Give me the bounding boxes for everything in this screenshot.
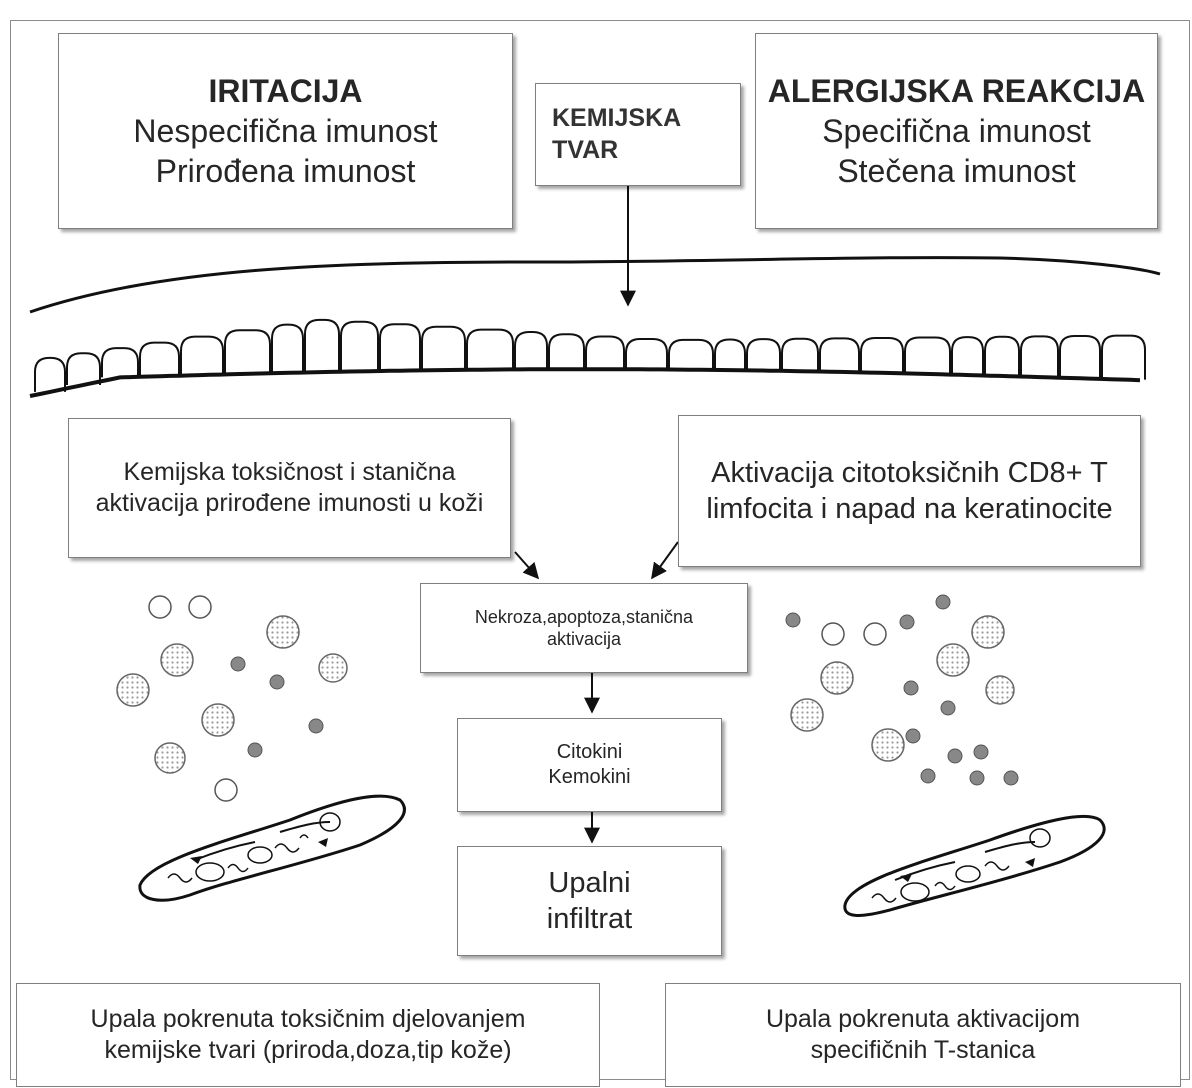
- epidermis-cell: [515, 332, 547, 369]
- bottom-right-line1: Upala pokrenuta aktivacijom: [766, 1004, 1080, 1035]
- epidermis-cell: [669, 340, 713, 370]
- epidermis-cell: [140, 343, 179, 377]
- infiltrate-line1: Upalni: [548, 865, 630, 901]
- right-mechanism-text: Aktivacija citotoksičnih CD8+ T limfocit…: [693, 455, 1126, 528]
- necrosis-box: Nekroza,apoptoza,stanična aktivacija: [420, 583, 748, 673]
- allergy-title: ALERGIJSKA REAKCIJA: [768, 71, 1146, 111]
- epidermis-cell: [305, 320, 339, 372]
- epidermis-cell: [35, 358, 65, 392]
- immune-cell-grey: [974, 745, 988, 759]
- immune-cell-open: [215, 779, 237, 801]
- cytokines-line2: Kemokini: [548, 765, 630, 790]
- chemical-substance-box: KEMIJSKA TVAR: [535, 83, 741, 186]
- immune-cell-grey: [270, 675, 284, 689]
- immune-cell-grey: [900, 615, 914, 629]
- necrosis-line2: aktivacija: [547, 628, 621, 651]
- epidermis-cell: [380, 324, 420, 370]
- epidermis-cell: [549, 334, 584, 369]
- immune-cell-grey: [906, 729, 920, 743]
- immune-cell-dotted: [267, 616, 299, 648]
- cytokines-line1: Citokini: [557, 740, 623, 765]
- epidermis-cell: [102, 348, 138, 377]
- irritation-title: IRITACIJA: [208, 71, 362, 111]
- epidermis-cell: [1021, 336, 1058, 377]
- cytokines-box: Citokini Kemokini: [457, 718, 722, 812]
- immune-cell-dotted: [202, 704, 234, 736]
- immune-cell-open: [864, 623, 886, 645]
- epidermis-cell: [985, 337, 1019, 376]
- immune-cell-dotted: [319, 654, 347, 682]
- epidermis-cell: [1060, 336, 1100, 378]
- epidermis-cell: [715, 340, 745, 371]
- epidermis-cell: [586, 337, 624, 370]
- epidermis-cell: [782, 339, 818, 371]
- epidermis-cell: [747, 339, 780, 370]
- chemical-line1: KEMIJSKA: [552, 103, 681, 134]
- irritation-line2: Prirođena imunost: [156, 151, 416, 191]
- epidermis-cell: [341, 322, 378, 372]
- necrosis-line1: Nekroza,apoptoza,stanična: [475, 606, 693, 629]
- immune-cell-dotted: [155, 743, 185, 773]
- blood-vessel-left: [140, 796, 405, 900]
- immune-cell-open: [189, 596, 211, 618]
- arrow-right-to-necrosis: [652, 542, 678, 578]
- epidermis-cell: [952, 337, 983, 375]
- immune-cell-grey: [904, 681, 918, 695]
- irritation-line1: Nespecifična imunost: [133, 111, 437, 151]
- right-mechanism-box: Aktivacija citotoksičnih CD8+ T limfocit…: [678, 415, 1141, 567]
- immune-cell-dotted: [986, 676, 1014, 704]
- blood-vessel-right: [845, 816, 1104, 915]
- allergy-box: ALERGIJSKA REAKCIJA Specifična imunost S…: [755, 33, 1158, 229]
- bottom-left-outcome-box: Upala pokrenuta toksičnim djelovanjem ke…: [16, 983, 600, 1087]
- irritation-box: IRITACIJA Nespecifična imunost Prirođena…: [58, 33, 513, 229]
- immune-cell-grey: [970, 771, 984, 785]
- bottom-left-line2: kemijske tvari (priroda,doza,tip kože): [104, 1035, 511, 1066]
- immune-cell-dotted: [972, 616, 1004, 648]
- left-mechanism-text: Kemijska toksičnost i stanična aktivacij…: [87, 457, 492, 520]
- epidermis-cell: [272, 325, 303, 373]
- allergy-line2: Stečena imunost: [837, 151, 1075, 191]
- immune-cell-dotted: [161, 644, 193, 676]
- bottom-right-line2: specifičnih T-stanica: [811, 1035, 1036, 1066]
- epidermis-cell: [67, 353, 100, 385]
- basement-membrane-line: [30, 369, 1140, 396]
- immune-cell-grey: [936, 595, 950, 609]
- immune-cell-dotted: [791, 699, 823, 731]
- infiltrate-line2: infiltrat: [547, 901, 632, 937]
- epidermis-cell: [225, 330, 270, 374]
- immune-cell-grey: [786, 613, 800, 627]
- infiltrate-box: Upalni infiltrat: [457, 846, 722, 956]
- allergy-line1: Specifična imunost: [822, 111, 1091, 151]
- epidermis-cell: [467, 330, 513, 370]
- immune-cell-dotted: [117, 674, 149, 706]
- immune-cell-grey: [231, 657, 245, 671]
- epidermis-cell: [820, 338, 859, 372]
- immune-cell-grey: [248, 743, 262, 757]
- immune-cell-dotted: [937, 644, 969, 676]
- immune-cell-open: [822, 623, 844, 645]
- immune-cell-dotted: [821, 662, 853, 694]
- epidermis-cell: [1102, 336, 1145, 380]
- bottom-left-line1: Upala pokrenuta toksičnim djelovanjem: [91, 1004, 526, 1035]
- immune-cell-open: [149, 596, 171, 618]
- immune-cell-grey: [948, 749, 962, 763]
- immune-cell-grey: [941, 701, 955, 715]
- epidermis-cell: [626, 339, 667, 369]
- immune-cell-dotted: [872, 729, 904, 761]
- immune-cell-grey: [309, 719, 323, 733]
- epidermis-cell: [861, 338, 903, 373]
- bottom-right-outcome-box: Upala pokrenuta aktivacijom specifičnih …: [665, 983, 1181, 1087]
- epidermis-cell-layer: [30, 320, 1145, 396]
- epidermis-cell: [422, 327, 465, 370]
- epidermis-cell: [181, 337, 223, 375]
- left-mechanism-box: Kemijska toksičnost i stanična aktivacij…: [68, 418, 511, 558]
- arrow-left-to-necrosis: [515, 552, 538, 578]
- immune-cell-grey: [921, 769, 935, 783]
- chemical-line2: TVAR: [552, 135, 618, 166]
- immune-cell-grey: [1004, 771, 1018, 785]
- epidermis-cell: [905, 338, 950, 374]
- skin-surface-line: [30, 258, 1160, 312]
